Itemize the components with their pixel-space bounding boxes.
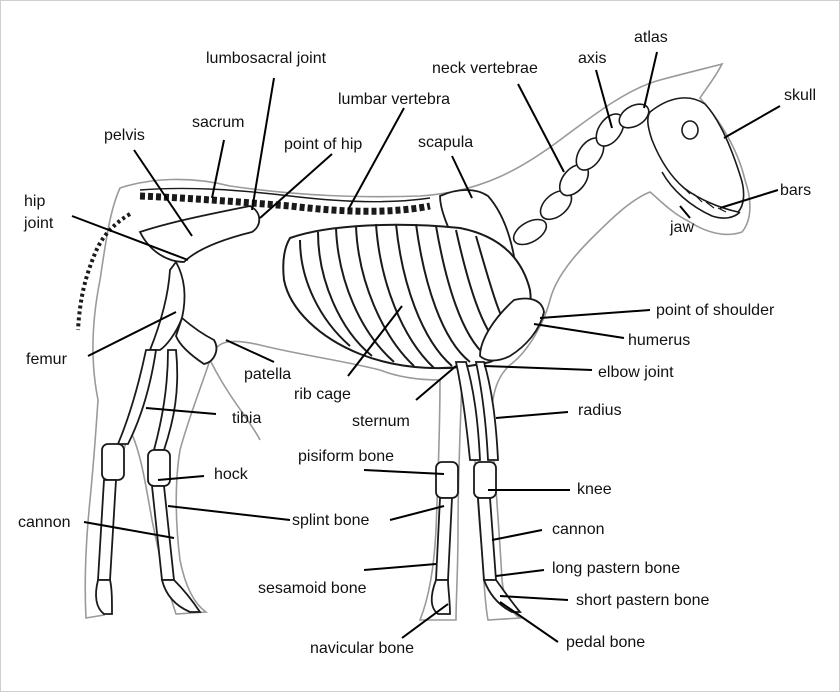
label-skull: skull	[784, 87, 817, 104]
label-pedal-bone: pedal bone	[566, 634, 646, 651]
label-navicular-bone: navicular bone	[310, 640, 415, 657]
label-short-pastern-bone: short pastern bone	[576, 592, 710, 609]
label-cannon-right: cannon	[552, 521, 605, 538]
label-radius: radius	[578, 402, 622, 419]
label-hock: hock	[214, 466, 248, 483]
hind-bones	[95, 205, 261, 615]
label-hip-joint-line1: hip	[24, 193, 46, 210]
label-scapula: scapula	[418, 134, 474, 151]
label-pelvis: pelvis	[104, 127, 145, 144]
leader-lines	[71, 51, 781, 643]
label-humerus: humerus	[628, 332, 691, 349]
neck-vertebrae-bones	[512, 103, 650, 246]
label-axis: axis	[578, 50, 607, 67]
label-tibia: tibia	[232, 410, 262, 427]
front-leg-bones	[430, 297, 545, 615]
skull-bone	[647, 97, 745, 219]
label-long-pastern-bone: long pastern bone	[552, 560, 681, 577]
tail-vertebrae	[76, 212, 132, 331]
label-jaw: jaw	[670, 219, 695, 236]
label-femur: femur	[26, 351, 67, 368]
label-sesamoid-bone: sesamoid bone	[258, 580, 367, 597]
label-point-of-hip: point of hip	[284, 136, 363, 153]
label-rib-cage: rib cage	[294, 386, 351, 403]
label-lumbosacral-joint: lumbosacral joint	[206, 50, 327, 67]
label-hip-joint-line2: joint	[24, 215, 54, 232]
label-patella: patella	[244, 366, 292, 383]
label-elbow-joint: elbow joint	[598, 364, 674, 381]
label-cannon-left: cannon	[18, 514, 71, 531]
label-knee: knee	[577, 481, 612, 498]
label-sternum: sternum	[352, 413, 410, 430]
label-pisiform-bone: pisiform bone	[298, 448, 395, 465]
label-neck-vertebrae: neck vertebrae	[432, 60, 538, 77]
spine-vertebrae	[139, 187, 431, 215]
label-point-of-shoulder: point of shoulder	[656, 302, 775, 319]
label-atlas: atlas	[634, 29, 668, 46]
label-bars: bars	[780, 182, 812, 199]
label-splint-bone: splint bone	[292, 512, 370, 529]
label-sacrum: sacrum	[192, 114, 245, 131]
label-lumbar-vertebra: lumbar vertebra	[338, 91, 451, 108]
